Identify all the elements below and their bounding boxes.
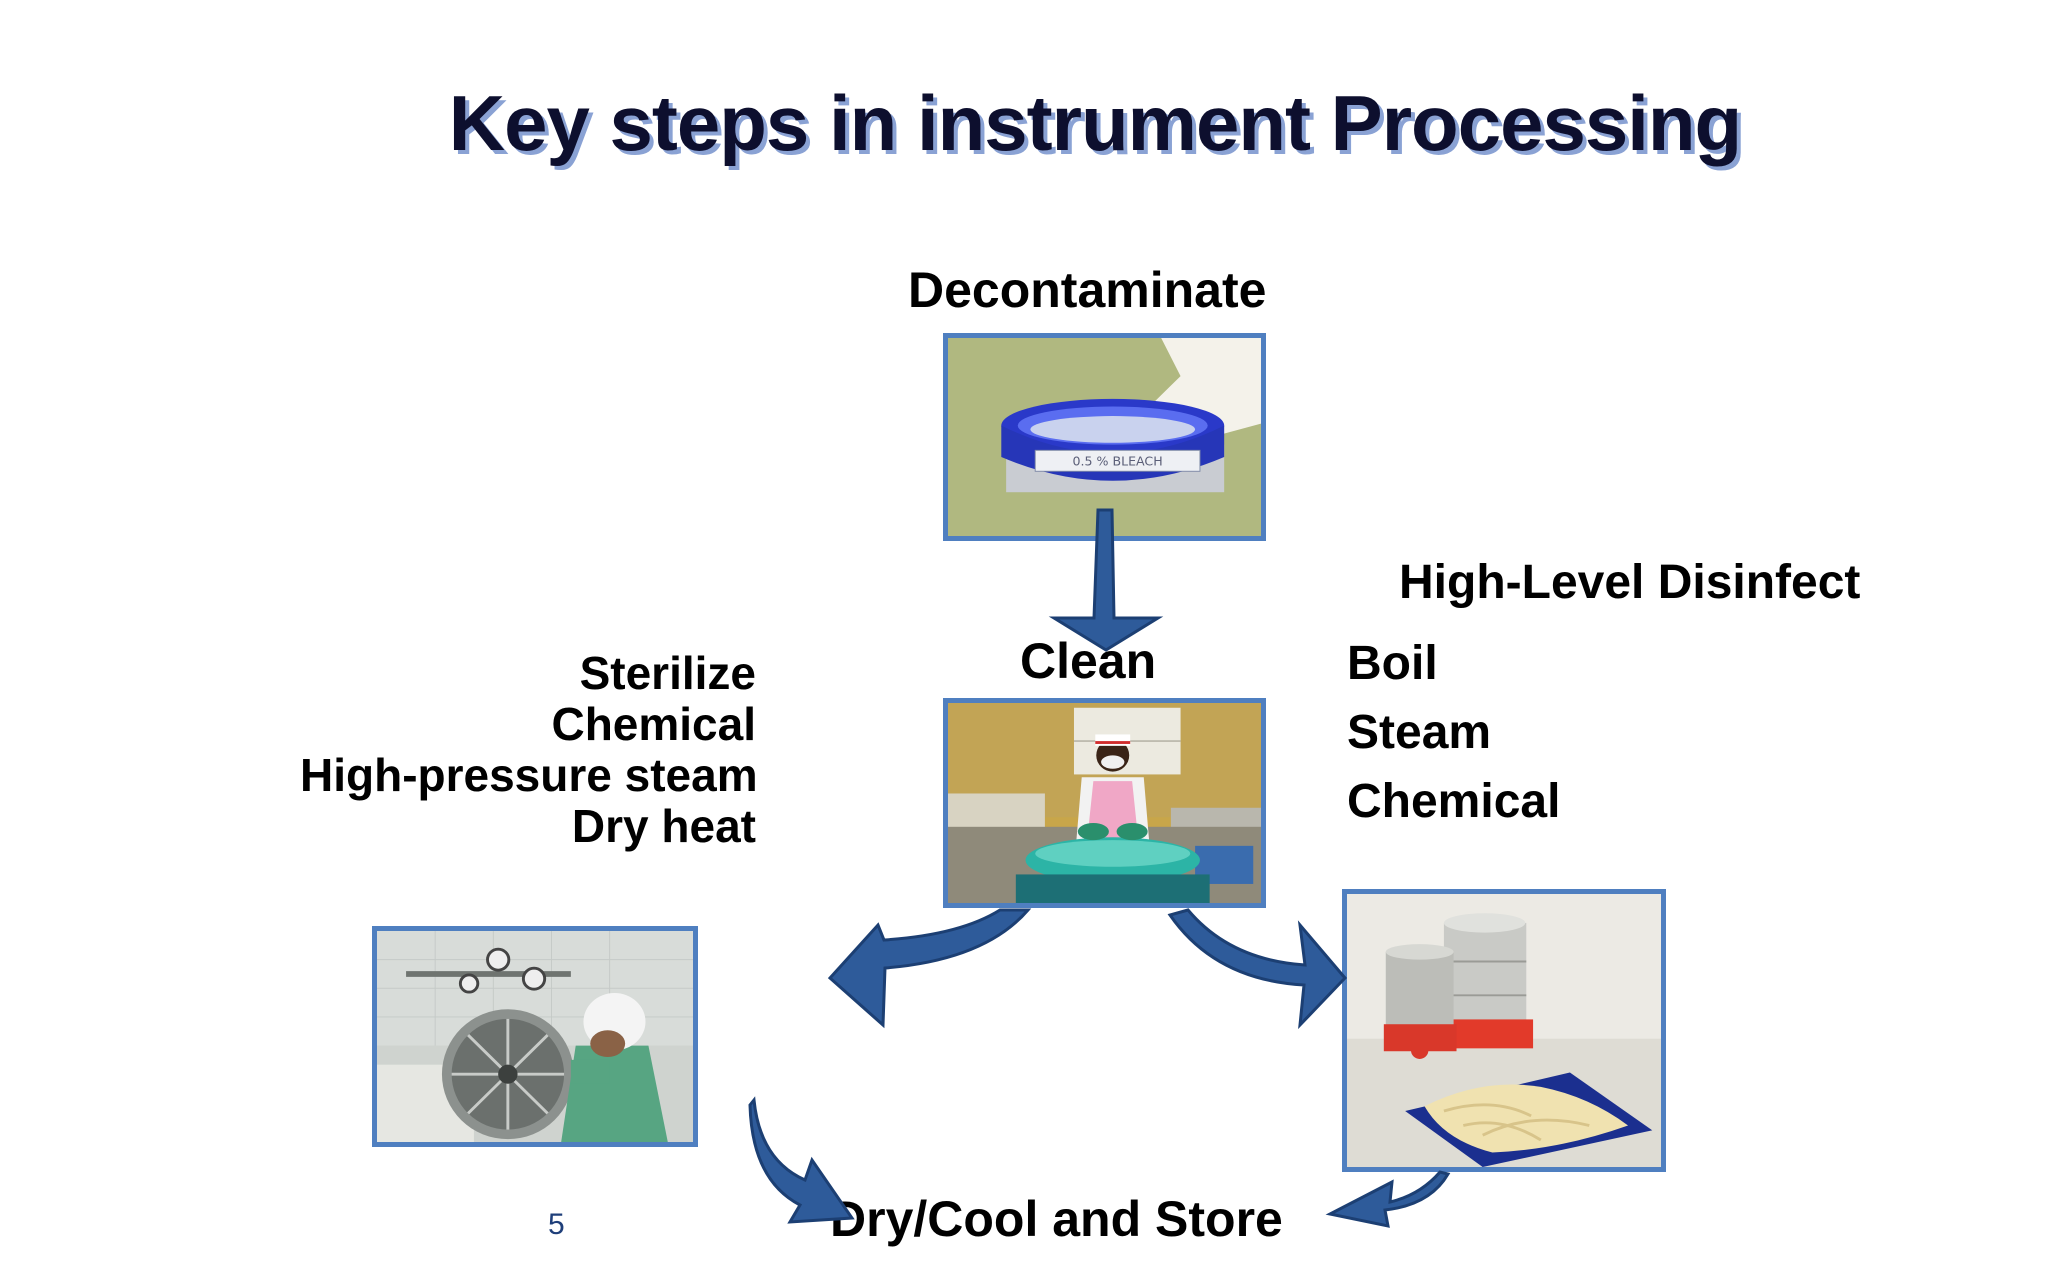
hld-heading: High-Level Disinfect bbox=[1399, 556, 1861, 609]
sterilize-text-block: Sterilize Chemical High-pressure steam D… bbox=[300, 647, 758, 852]
steamer-scene-image bbox=[1347, 894, 1661, 1167]
step-dry-cool-store-label: Dry/Cool and Store bbox=[830, 1191, 1283, 1247]
bleach-label: 0.5 % BLEACH bbox=[1072, 454, 1162, 469]
clean-scene-image bbox=[948, 703, 1261, 903]
arrow-clean-to-sterilize bbox=[827, 908, 1032, 1029]
page-number: 5 bbox=[548, 1208, 565, 1241]
autoclave-scene-image bbox=[377, 931, 693, 1142]
step-clean-label: Clean bbox=[1020, 633, 1157, 689]
step-decontaminate-label: Decontaminate bbox=[908, 262, 1267, 318]
hld-method-chemical: Chemical bbox=[1347, 775, 1561, 828]
hld-method-steam: Steam bbox=[1347, 706, 1492, 759]
decontaminate-scene-image: 0.5 % BLEACH bbox=[948, 338, 1261, 536]
sterilize-method-high-pressure-steam: High-pressure steam bbox=[300, 749, 758, 801]
sterilize-method-dry-heat: Dry heat bbox=[571, 800, 756, 852]
photo-decontaminate: 0.5 % BLEACH bbox=[943, 333, 1266, 541]
arrow-hld-to-store bbox=[1325, 1170, 1451, 1228]
hld-method-boil: Boil bbox=[1347, 637, 1438, 690]
hld-methods-block: Boil Steam Chemical bbox=[1347, 629, 1560, 836]
photo-clean bbox=[943, 698, 1266, 908]
photo-high-level-disinfect bbox=[1342, 889, 1666, 1172]
sterilize-method-chemical: Chemical bbox=[551, 698, 756, 750]
slide-title: Key steps in instrument Processing bbox=[448, 79, 1742, 167]
photo-sterilize bbox=[372, 926, 698, 1147]
sterilize-heading: Sterilize bbox=[579, 647, 756, 699]
arrow-clean-to-hld bbox=[1167, 908, 1348, 1030]
